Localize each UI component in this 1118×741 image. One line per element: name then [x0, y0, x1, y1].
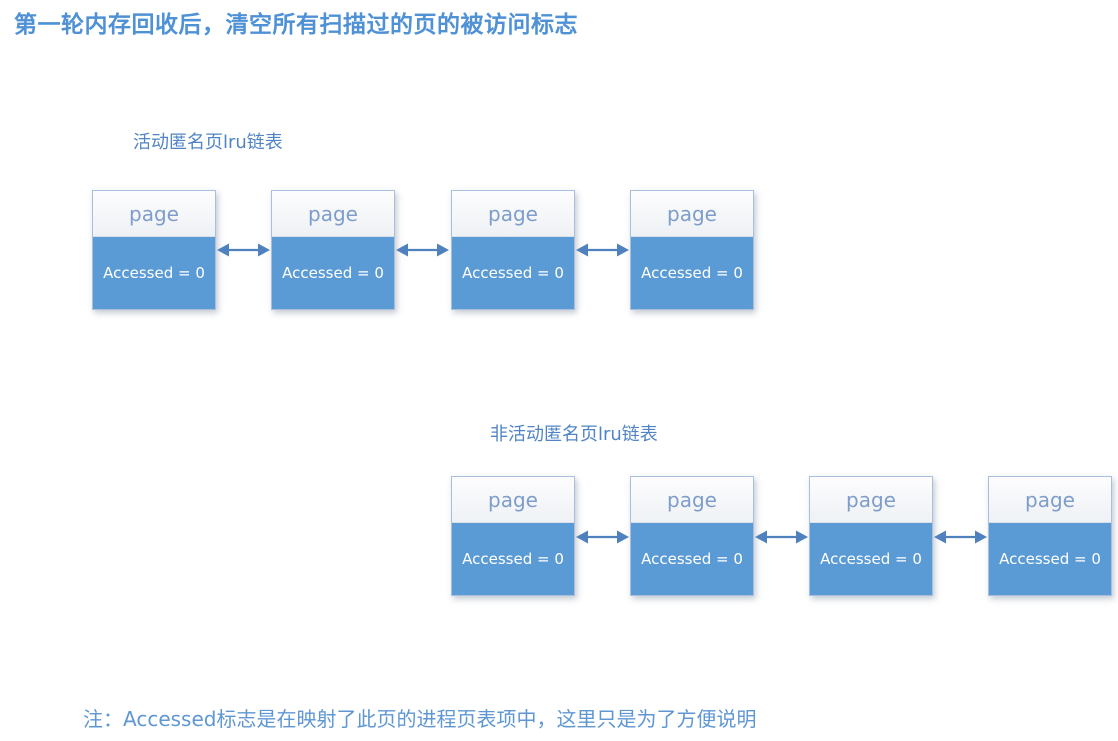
page-node: page Accessed = 0 [451, 476, 575, 596]
page-node-title: page [989, 477, 1111, 523]
page-node-accessed-value: Accessed = 0 [462, 550, 564, 568]
double-arrow-icon [216, 240, 271, 260]
footnote: 注：Accessed标志是在映射了此页的进程页表项中，这里只是为了方便说明 [83, 707, 757, 731]
page-node-accessed-value: Accessed = 0 [820, 550, 922, 568]
page-node: page Accessed = 0 [809, 476, 933, 596]
page-node-accessed-value: Accessed = 0 [641, 550, 743, 568]
page-node-title: page [631, 191, 753, 237]
double-arrow-icon [933, 527, 988, 547]
double-arrow-icon [575, 527, 630, 547]
double-arrow-icon [395, 240, 450, 260]
diagram-title: 第一轮内存回收后，清空所有扫描过的页的被访问标志 [14, 12, 578, 38]
page-node-title: page [452, 477, 574, 523]
page-node: page Accessed = 0 [630, 190, 754, 310]
inactive-anon-lru-label: 非活动匿名页lru链表 [490, 424, 658, 445]
active-anon-lru-label: 活动匿名页lru链表 [133, 132, 283, 153]
page-node-title: page [272, 191, 394, 237]
page-node: page Accessed = 0 [271, 190, 395, 310]
page-node-accessed-value: Accessed = 0 [462, 264, 564, 282]
page-node-accessed-value: Accessed = 0 [282, 264, 384, 282]
page-node-title: page [631, 477, 753, 523]
page-node: page Accessed = 0 [988, 476, 1112, 596]
page-node-accessed-value: Accessed = 0 [999, 550, 1101, 568]
double-arrow-icon [575, 240, 630, 260]
page-node: page Accessed = 0 [451, 190, 575, 310]
page-node: page Accessed = 0 [630, 476, 754, 596]
page-node-accessed-value: Accessed = 0 [103, 264, 205, 282]
double-arrow-icon [754, 527, 809, 547]
page-node-accessed-value: Accessed = 0 [641, 264, 743, 282]
page-node-title: page [452, 191, 574, 237]
page-node: page Accessed = 0 [92, 190, 216, 310]
page-node-title: page [93, 191, 215, 237]
page-node-title: page [810, 477, 932, 523]
